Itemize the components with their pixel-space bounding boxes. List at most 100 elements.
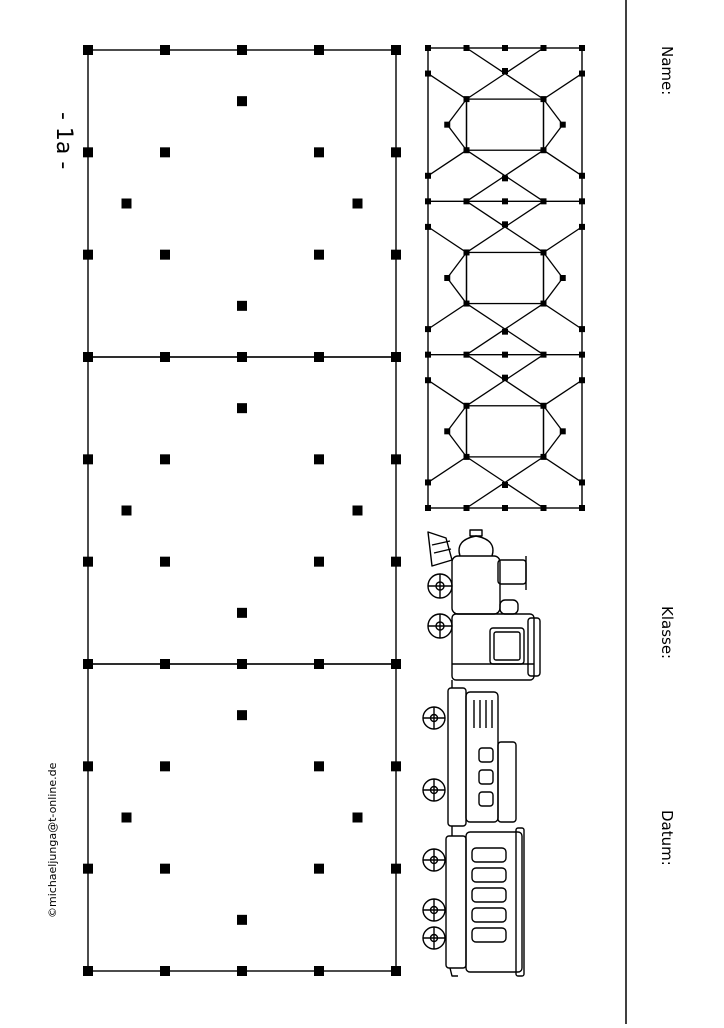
grid-dot bbox=[314, 556, 324, 567]
grid-dot bbox=[237, 914, 247, 925]
grid-dot bbox=[391, 761, 401, 772]
grid-dot bbox=[314, 249, 324, 260]
grid-dot bbox=[352, 505, 363, 516]
dot-grid-panels bbox=[83, 45, 401, 976]
grid-dot bbox=[121, 812, 132, 823]
template-dot bbox=[444, 121, 451, 128]
grid-dot bbox=[352, 198, 363, 209]
grid-dot bbox=[83, 454, 93, 465]
grid-dot bbox=[237, 45, 247, 55]
template-dot bbox=[579, 377, 585, 384]
grid-dot bbox=[391, 454, 401, 465]
panel-frame bbox=[87, 663, 397, 972]
template-dot bbox=[579, 198, 585, 205]
page-number: - 1a - bbox=[51, 112, 76, 170]
template-dot bbox=[540, 147, 547, 154]
grid-dot bbox=[160, 454, 170, 465]
panel-frame bbox=[87, 356, 397, 665]
template-line bbox=[446, 405, 468, 432]
template-dot bbox=[425, 198, 431, 205]
template-dot bbox=[502, 45, 508, 51]
grid-dot bbox=[237, 659, 247, 669]
template-dot bbox=[540, 351, 547, 358]
template-dot bbox=[463, 351, 470, 358]
name-label: Name: bbox=[658, 46, 676, 96]
template-dot bbox=[502, 68, 508, 74]
grid-dot bbox=[160, 556, 170, 567]
template-dot bbox=[540, 45, 547, 51]
grid-dot bbox=[314, 659, 324, 669]
template-square bbox=[465, 98, 545, 151]
grid-dot bbox=[391, 249, 401, 260]
template-dot bbox=[579, 45, 585, 51]
grid-dot bbox=[391, 966, 401, 976]
template-line bbox=[542, 73, 583, 177]
grid-dot bbox=[160, 659, 170, 669]
template-dot bbox=[463, 505, 470, 511]
grid-dot bbox=[121, 505, 132, 516]
grid-dot bbox=[83, 556, 93, 567]
grid-dot bbox=[314, 863, 324, 874]
template-line bbox=[542, 226, 583, 330]
template-dot bbox=[463, 249, 470, 256]
grid-dot bbox=[237, 300, 247, 311]
carriage-last bbox=[422, 827, 525, 977]
grid-dot bbox=[160, 249, 170, 260]
grid-dot bbox=[314, 352, 324, 362]
grid-dot bbox=[391, 863, 401, 874]
template-line bbox=[542, 124, 564, 151]
panel-frame bbox=[87, 49, 397, 358]
template-dot bbox=[463, 45, 470, 51]
template-dot bbox=[502, 175, 508, 182]
template-dot bbox=[502, 351, 508, 358]
grid-dot bbox=[391, 147, 401, 158]
template-dot bbox=[502, 328, 508, 335]
template-line bbox=[542, 430, 564, 458]
template-dot bbox=[559, 428, 566, 435]
grid-dot bbox=[314, 454, 324, 465]
template-line bbox=[542, 277, 564, 304]
template-line bbox=[446, 98, 468, 126]
grid-dot bbox=[160, 966, 170, 976]
template-dot bbox=[425, 351, 431, 358]
grid-dot bbox=[83, 659, 93, 669]
train-icon bbox=[422, 529, 541, 977]
template-line bbox=[427, 379, 468, 483]
carriage-middle bbox=[422, 687, 517, 836]
grid-dot bbox=[83, 761, 93, 772]
template-dot bbox=[579, 351, 585, 358]
template-line bbox=[427, 73, 468, 177]
template-dot bbox=[463, 402, 470, 409]
template-dot bbox=[540, 402, 547, 409]
template-frame bbox=[427, 47, 583, 509]
grid-dot bbox=[314, 761, 324, 772]
template-dot bbox=[463, 198, 470, 205]
template-dot bbox=[502, 198, 508, 205]
grid-dot bbox=[237, 96, 247, 107]
template-dot bbox=[425, 223, 431, 230]
template-dot bbox=[425, 479, 431, 486]
template-dot bbox=[540, 505, 547, 511]
template-line bbox=[542, 98, 564, 126]
template-square bbox=[465, 251, 545, 305]
template-line bbox=[542, 379, 583, 483]
grid-dot bbox=[314, 147, 324, 158]
grid-dot bbox=[160, 863, 170, 874]
template-dot bbox=[540, 96, 547, 103]
grid-dot bbox=[83, 45, 93, 55]
template-dot bbox=[463, 453, 470, 460]
template-dot bbox=[425, 505, 431, 511]
grid-dot bbox=[314, 45, 324, 55]
grid-dot bbox=[237, 607, 247, 618]
template-dot bbox=[579, 70, 585, 77]
grid-dot bbox=[391, 45, 401, 55]
date-label: Datum: bbox=[658, 810, 676, 866]
grid-dot bbox=[314, 966, 324, 976]
template-dot bbox=[540, 453, 547, 460]
grid-dot bbox=[237, 710, 247, 721]
template-line bbox=[542, 405, 564, 432]
template-dot bbox=[540, 198, 547, 205]
grid-dot bbox=[391, 556, 401, 567]
grid-dot bbox=[83, 966, 93, 976]
